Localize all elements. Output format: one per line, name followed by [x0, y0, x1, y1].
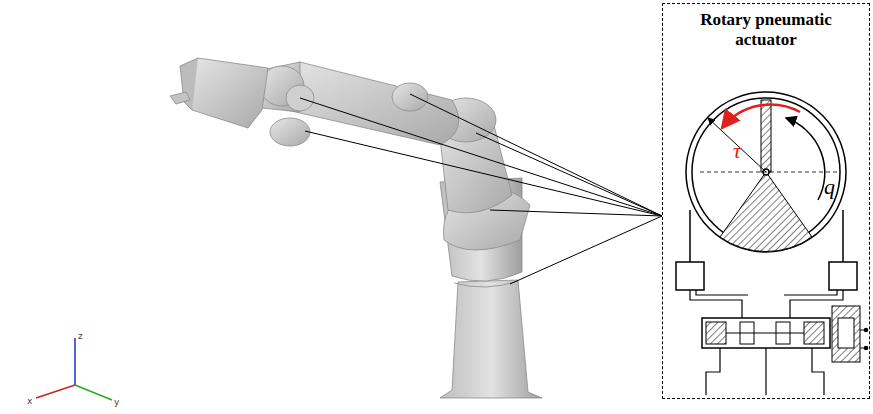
- axis-label: x: [27, 397, 32, 406]
- torque-label: τ: [733, 140, 741, 162]
- axis-label: y: [114, 398, 119, 407]
- angle-label: q: [824, 176, 835, 198]
- panel-title: Rotary pneumatic actuator: [686, 10, 846, 50]
- axis-label: z: [78, 332, 83, 341]
- panel-box: Rotary pneumatic actuator: [662, 3, 870, 399]
- axes: [36, 338, 112, 400]
- leader-lines: [300, 94, 662, 284]
- actuator-schematic: [676, 92, 868, 395]
- robot-arm: [170, 58, 542, 398]
